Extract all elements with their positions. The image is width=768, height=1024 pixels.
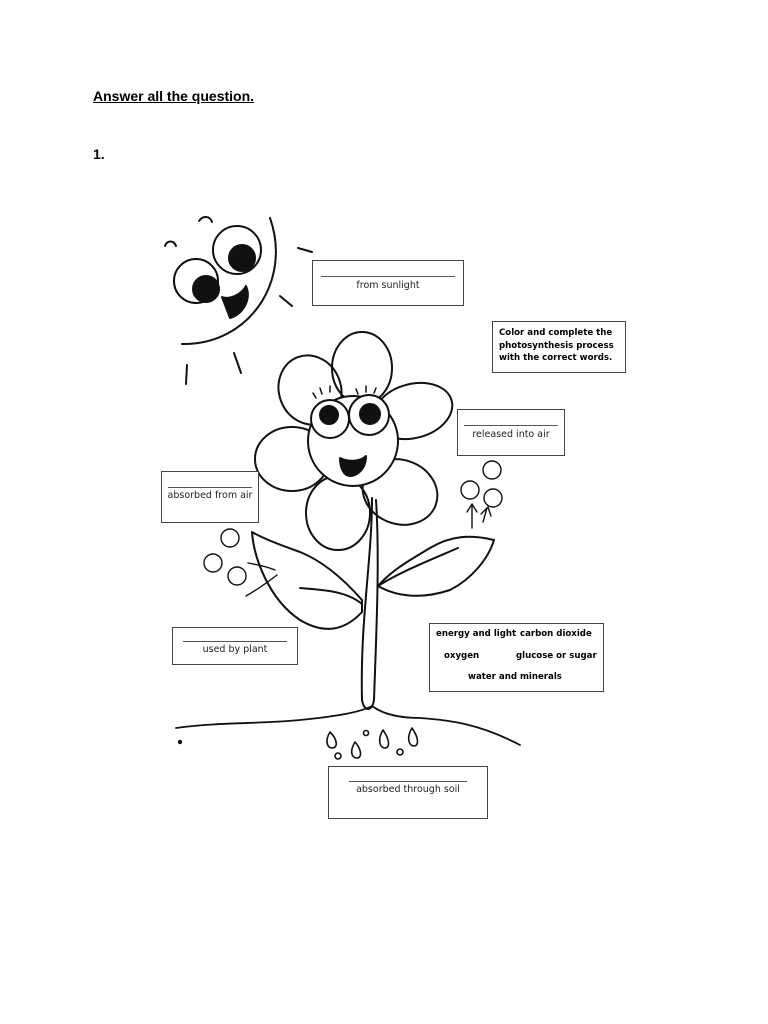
instruction-text: Color and complete the photosynthesis pr… bbox=[499, 328, 614, 363]
label-box-sunlight: from sunlight bbox=[312, 260, 464, 306]
answer-line bbox=[464, 425, 558, 426]
label-soil: absorbed through soil bbox=[356, 784, 460, 795]
label-absorbed-air: absorbed from air bbox=[167, 490, 253, 501]
answer-line bbox=[168, 487, 252, 488]
sun-icon bbox=[164, 216, 313, 385]
word-bank-item: oxygen bbox=[444, 651, 480, 661]
answer-line bbox=[349, 781, 467, 782]
word-bank-item: glucose or sugar bbox=[516, 651, 597, 661]
answer-line bbox=[183, 641, 287, 642]
worksheet-heading: Answer all the question. bbox=[93, 88, 255, 104]
question-number: 1. bbox=[93, 146, 105, 162]
label-box-absorbed-air: absorbed from air bbox=[161, 471, 259, 523]
label-sunlight: from sunlight bbox=[356, 280, 420, 291]
label-used-plant: used by plant bbox=[202, 644, 268, 655]
smiley-group-right bbox=[460, 460, 503, 508]
label-box-soil: absorbed through soil bbox=[328, 766, 488, 819]
word-bank-box: energy and light carbon dioxide oxygen g… bbox=[429, 623, 604, 692]
word-bank-item: carbon dioxide bbox=[520, 629, 592, 639]
answer-line bbox=[321, 276, 455, 277]
label-box-released: released into air bbox=[457, 409, 565, 456]
word-bank-item: energy and light bbox=[436, 629, 517, 639]
smiley-group-left bbox=[203, 528, 247, 586]
word-bank-item: water and minerals bbox=[468, 672, 562, 682]
label-released: released into air bbox=[472, 429, 550, 440]
instruction-box: Color and complete the photosynthesis pr… bbox=[492, 321, 626, 373]
label-box-used-plant: used by plant bbox=[172, 627, 298, 665]
